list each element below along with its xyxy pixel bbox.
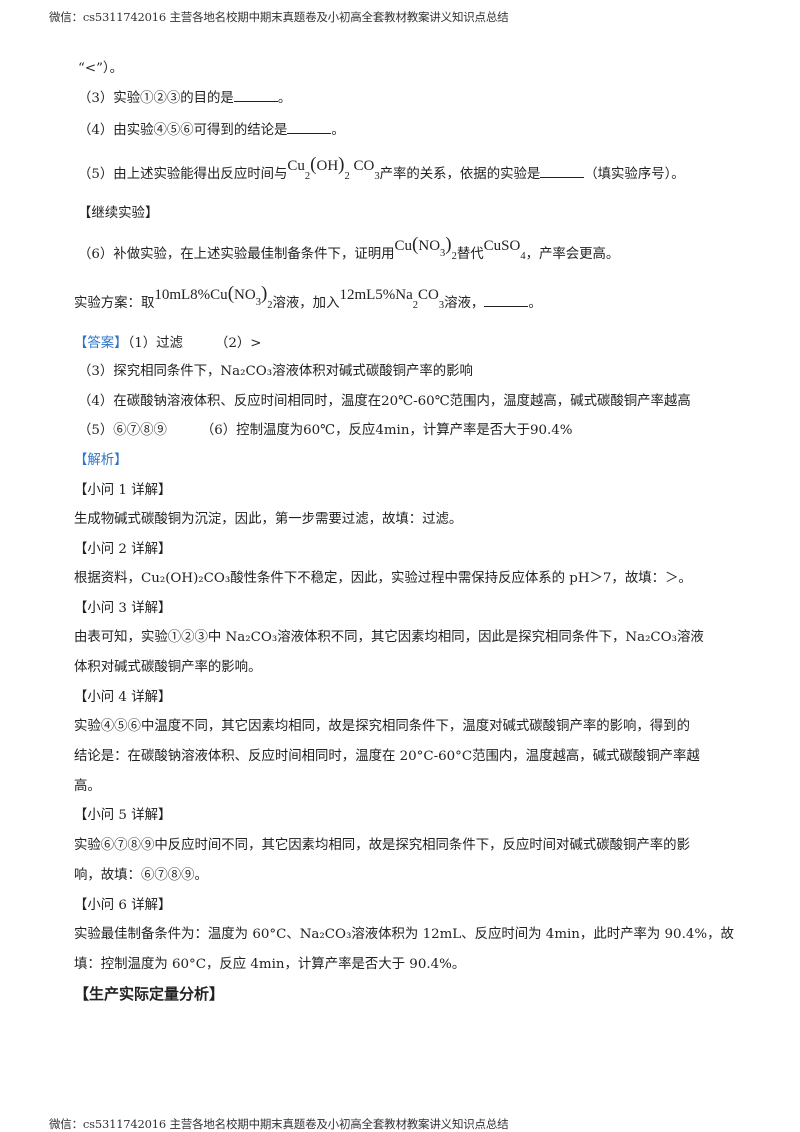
q5-text: （5）由上述实验能得出反应时间与 (78, 167, 288, 182)
q6-suffix: ，产率会更高。 (525, 247, 620, 262)
answer-2: （2）> (214, 336, 262, 351)
analysis-text: 实验最佳制备条件为：温度为 60°C、Na₂CO₃溶液体积为 12mL、反应时间… (74, 927, 734, 942)
plan-mid2: 溶液， (444, 296, 485, 311)
answer-4: （4）在碳酸钠溶液体积、反应时间相同时，温度在20℃-60℃范围内，温度越高，碱… (78, 394, 691, 409)
section-continue-experiment: 【继续实验】 (78, 206, 159, 221)
analysis-text: 根据资料，Cu₂(OH)₂CO₃酸性条件下不稳定，因此，实验过程中需保持反应体系… (74, 571, 692, 586)
formula-copper-sulfate: CuSO4 (483, 238, 526, 262)
analysis-text: 响，故填：⑥⑦⑧⑨。 (74, 868, 208, 883)
plan-prefix: 实验方案：取 (74, 296, 155, 311)
formula-basic-copper-carbonate: Cu2(OH)2 CO3 (287, 154, 380, 183)
answer-blank (540, 165, 585, 178)
formula-copper-nitrate: Cu(NO3)2 (394, 234, 457, 263)
analysis-text: 填：控制温度为 60°C，反应 4min，计算产率是否大于 90.4%。 (74, 957, 466, 972)
analysis-section-title: 【小问 2 详解】 (74, 542, 172, 557)
question-6: （6）补做实验，在上述实验最佳制备条件下，证明用Cu(NO3)2替代CuSO4，… (78, 235, 620, 275)
analysis-text: 实验⑥⑦⑧⑨中反应时间不同，其它因素均相同，故是探究相同条件下，反应时间对碱式碳… (74, 838, 690, 853)
q3-text: （3）实验①②③的目的是 (78, 91, 234, 106)
analysis-text: 由表可知，实验①②③中 Na₂CO₃溶液体积不同，其它因素均相同，因此是探究相同… (74, 630, 704, 645)
analysis-text: 结论是：在碳酸钠溶液体积、反应时间相同时，温度在 20°C-60°C范围内，温度… (74, 749, 700, 764)
question-3: （3）实验①②③的目的是 。 (78, 89, 291, 109)
next-section-heading: 【生产实际定量分析】 (74, 985, 225, 1003)
formula-plan-reagent-1: 10mL8%Cu(NO3)2 (154, 283, 273, 312)
q5-suffix: （填实验序号）。 (584, 167, 685, 182)
analysis-section-title: 【小问 1 详解】 (74, 483, 172, 498)
analysis-section-title: 【小问 3 详解】 (74, 601, 172, 616)
analysis-label: 【解析】 (74, 453, 128, 468)
q5-middle: 产率的关系，依据的实验是 (379, 167, 541, 182)
analysis-text: 实验④⑤⑥中温度不同，其它因素均相同，故是探究相同条件下，温度对碱式碳酸铜产率的… (74, 719, 690, 734)
analysis-text: 体积对碱式碳酸铜产率的影响。 (74, 660, 262, 675)
q4-suffix: 。 (331, 123, 345, 138)
question-continuation: “<”）。 (78, 61, 123, 76)
answer-1: （1）过滤 (127, 336, 183, 351)
answer-5: （5）⑥⑦⑧⑨ (78, 423, 167, 438)
answer-blank (233, 89, 278, 102)
analysis-section-title: 【小问 4 详解】 (74, 690, 172, 705)
plan-suffix: 。 (528, 296, 542, 311)
q6-middle: 替代 (456, 247, 484, 262)
page-footer-watermark: 微信：cs5311742016 主营各地名校期中期末真题卷及小初高全套教材教案讲… (49, 1117, 509, 1131)
answer-row-1: 【答案】（1）过滤 （2）> (74, 334, 261, 354)
analysis-section-title: 【小问 5 详解】 (74, 808, 172, 823)
answer-row-5-6: （5）⑥⑦⑧⑨ （6）控制温度为60℃，反应4min，计算产率是否大于90.4% (78, 421, 573, 441)
analysis-text: 高。 (74, 779, 101, 794)
formula-plan-reagent-2: 12mL5%Na2CO3 (339, 287, 445, 311)
analysis-section-title: 【小问 6 详解】 (74, 898, 172, 913)
q6-text: （6）补做实验，在上述实验最佳制备条件下，证明用 (78, 247, 395, 262)
analysis-text: 生成物碱式碳酸铜为沉淀，因此，第一步需要过滤，故填：过滤。 (74, 512, 463, 527)
answer-6: （6）控制温度为60℃，反应4min，计算产率是否大于90.4% (200, 423, 573, 438)
q3-suffix: 。 (277, 91, 292, 106)
answer-3: （3）探究相同条件下，Na₂CO₃溶液体积对碱式碳酸铜产率的影响 (78, 364, 473, 379)
answer-label: 【答案】 (74, 336, 128, 351)
plan-mid1: 溶液，加入 (272, 296, 340, 311)
question-5: （5）由上述实验能得出反应时间与Cu2(OH)2 CO3产率的关系，依据的实验是… (78, 155, 685, 195)
experiment-plan: 实验方案：取10mL8%Cu(NO3)2溶液，加入12mL5%Na2CO3溶液，… (74, 284, 542, 324)
question-4: （4）由实验④⑤⑥可得到的结论是 。 (78, 121, 345, 141)
answer-blank (287, 121, 332, 134)
page-header-watermark: 微信：cs5311742016 主营各地名校期中期末真题卷及小初高全套教材教案讲… (49, 10, 509, 24)
q4-text: （4）由实验④⑤⑥可得到的结论是 (78, 123, 288, 138)
answer-blank (484, 294, 529, 307)
